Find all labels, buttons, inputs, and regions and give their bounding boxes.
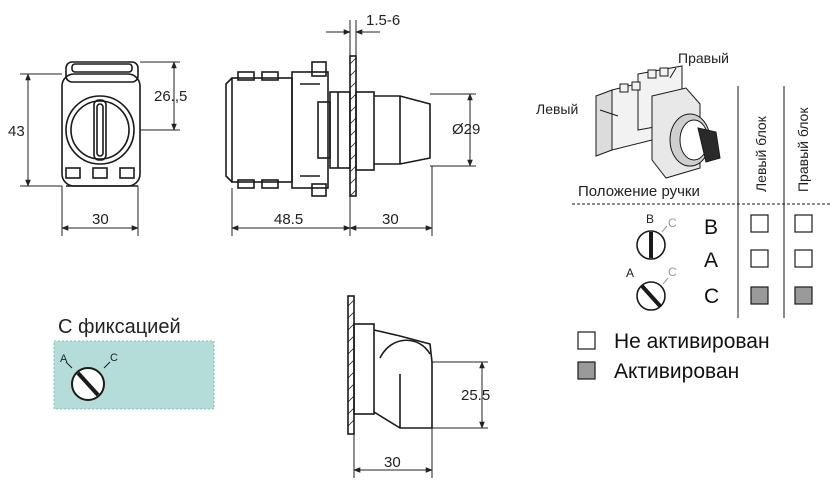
cell-a-right: [794, 249, 813, 268]
dim-knob-depth: 30: [382, 211, 399, 228]
dim-knob2-height: 25.5: [461, 387, 490, 404]
dial-position-b: [636, 225, 668, 260]
dim-height-upper: 26.,5: [154, 88, 187, 105]
position-table-lines: [572, 86, 830, 318]
legend-inactive-swatch: [577, 331, 596, 350]
knob-detail-view: [347, 295, 433, 435]
handle-position-header: Положение ручки: [578, 183, 700, 200]
front-view-dimensions: [20, 61, 180, 236]
front-view: [61, 61, 141, 187]
label-right-block: Правый: [678, 50, 729, 66]
position-row-c-label: C: [704, 285, 719, 308]
switch-illustration: [595, 65, 721, 179]
label-left-block: Левый: [536, 101, 578, 117]
dim-body-depth: 48.5: [274, 211, 303, 228]
knob-detail-hatch: [347, 299, 355, 427]
dim-knob2-depth: 30: [384, 454, 401, 471]
dim-front-width: 30: [92, 211, 109, 228]
dial-b-letter-b: B: [646, 212, 654, 226]
cell-c-left: [750, 286, 769, 305]
legend-inactive-label: Не активирован: [614, 330, 770, 353]
dim-height-overall: 43: [8, 123, 25, 140]
fixation-dial-letter-a: A: [60, 353, 68, 365]
side-view-dimensions: [231, 20, 476, 236]
position-row-a-label: A: [704, 249, 718, 272]
dial-a-letter-c: C: [668, 265, 677, 279]
side-view: [225, 55, 431, 197]
fixation-dial: [65, 361, 111, 401]
fixation-title: С фиксацией: [58, 316, 181, 338]
column-right-block: Правый блок: [795, 107, 811, 192]
cell-a-left: [750, 249, 769, 268]
dim-panel-thickness: 1.5-6: [366, 12, 400, 29]
column-left-block: Левый блок: [753, 115, 769, 192]
legend-active-label: Активирован: [614, 360, 739, 383]
dial-position-a: [636, 277, 669, 311]
dial-a-letter-a: A: [626, 266, 634, 280]
position-row-b-label: B: [704, 216, 718, 239]
fixation-dial-letter-c: C: [110, 352, 118, 364]
dim-knob-diameter: Ø29: [452, 121, 480, 138]
knob-detail-dimensions: [353, 361, 488, 478]
cell-c-right: [794, 286, 813, 305]
dial-b-letter-c: C: [668, 216, 677, 230]
cell-b-left: [750, 214, 769, 233]
legend-active-swatch: [577, 361, 596, 380]
panel-hatch: [349, 57, 357, 197]
cell-b-right: [794, 214, 813, 233]
